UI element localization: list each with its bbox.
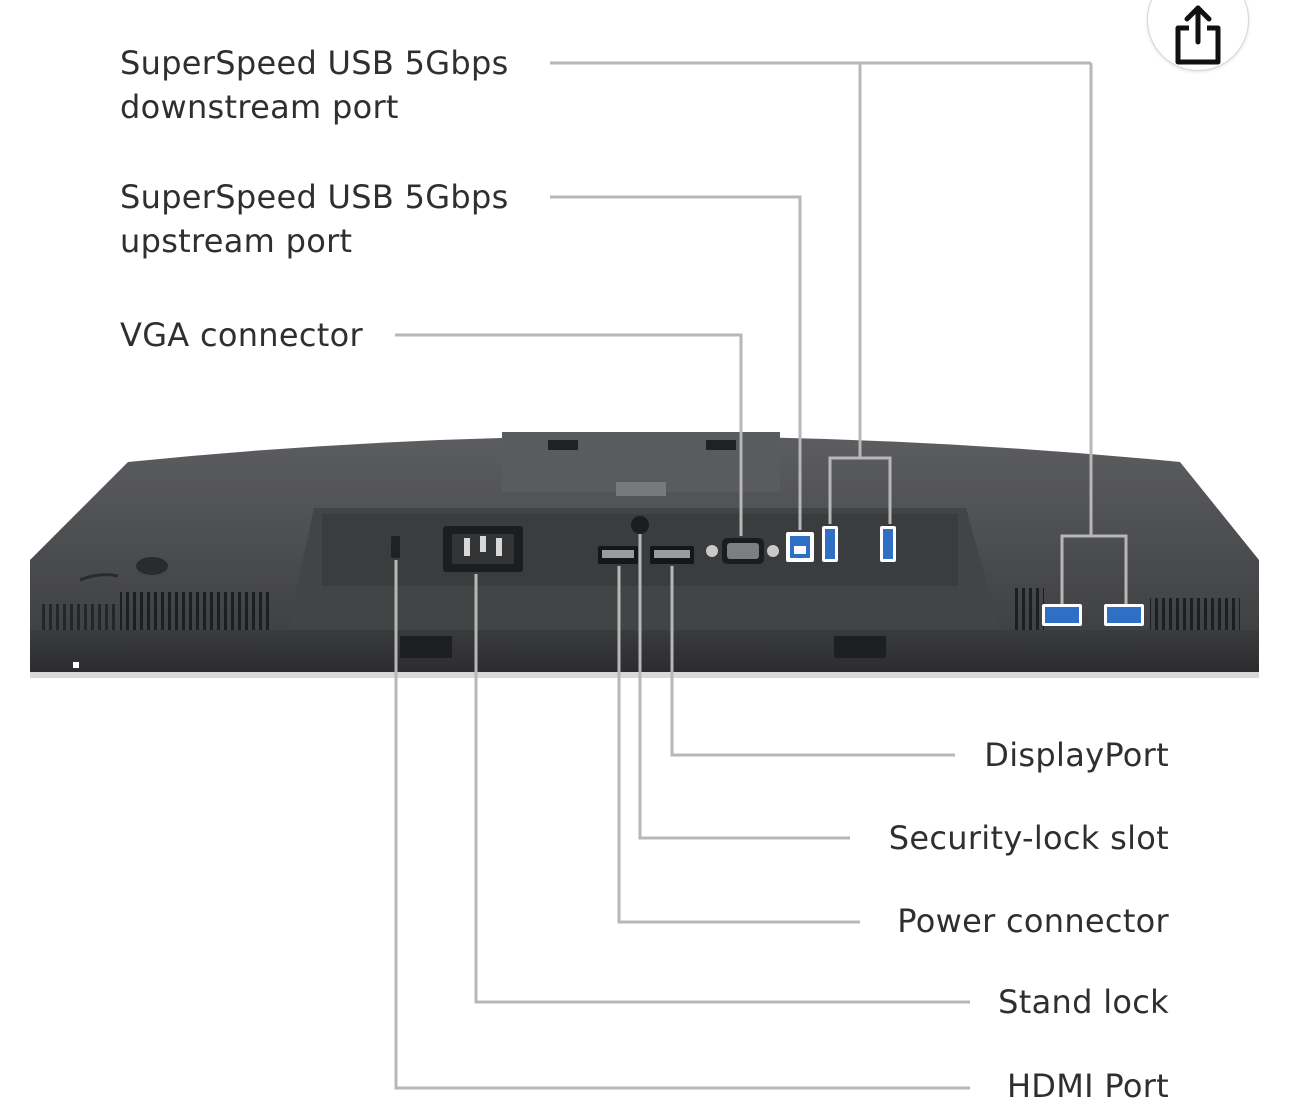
power-connector-icon [443,526,523,572]
label-usb-upstream: SuperSpeed USB 5Gbps upstream port [120,175,509,263]
label-stand-lock: Stand lock [998,983,1169,1021]
label-usb-upstream-line2: upstream port [120,222,353,260]
leader-hdmi [394,560,970,1090]
vga-connector-icon [706,538,779,564]
label-hdmi: HDMI Port [1006,1067,1169,1105]
label-displayport: DisplayPort [984,736,1169,774]
usb-downstream-port-icon [822,526,1144,626]
label-usb-downstream: SuperSpeed USB 5Gbps downstream port [120,41,509,129]
displayport-icon [650,546,694,564]
label-vga: VGA connector [120,316,363,354]
leader-displayport [670,566,955,757]
leader-usb-downstream [550,61,1128,604]
leader-security-lock [638,534,850,840]
leader-usb-upstream [550,195,802,530]
leader-vga [395,333,743,536]
security-lock-slot-icon [631,516,649,534]
label-usb-upstream-line1: SuperSpeed USB 5Gbps [120,178,509,216]
hdmi-port-icon [598,546,638,564]
label-security-lock: Security-lock slot [888,819,1169,857]
leader-stand-lock [474,574,970,1004]
label-usb-downstream-line1: SuperSpeed USB 5Gbps [120,44,509,82]
label-power-connector: Power connector [897,902,1169,940]
share-icon [1175,5,1221,65]
usb-upstream-port-icon [786,532,814,562]
stand-lock-icon [391,536,400,558]
label-usb-downstream-line2: downstream port [120,88,399,126]
monitor-body [30,432,1259,678]
leader-power-connector [617,566,860,924]
